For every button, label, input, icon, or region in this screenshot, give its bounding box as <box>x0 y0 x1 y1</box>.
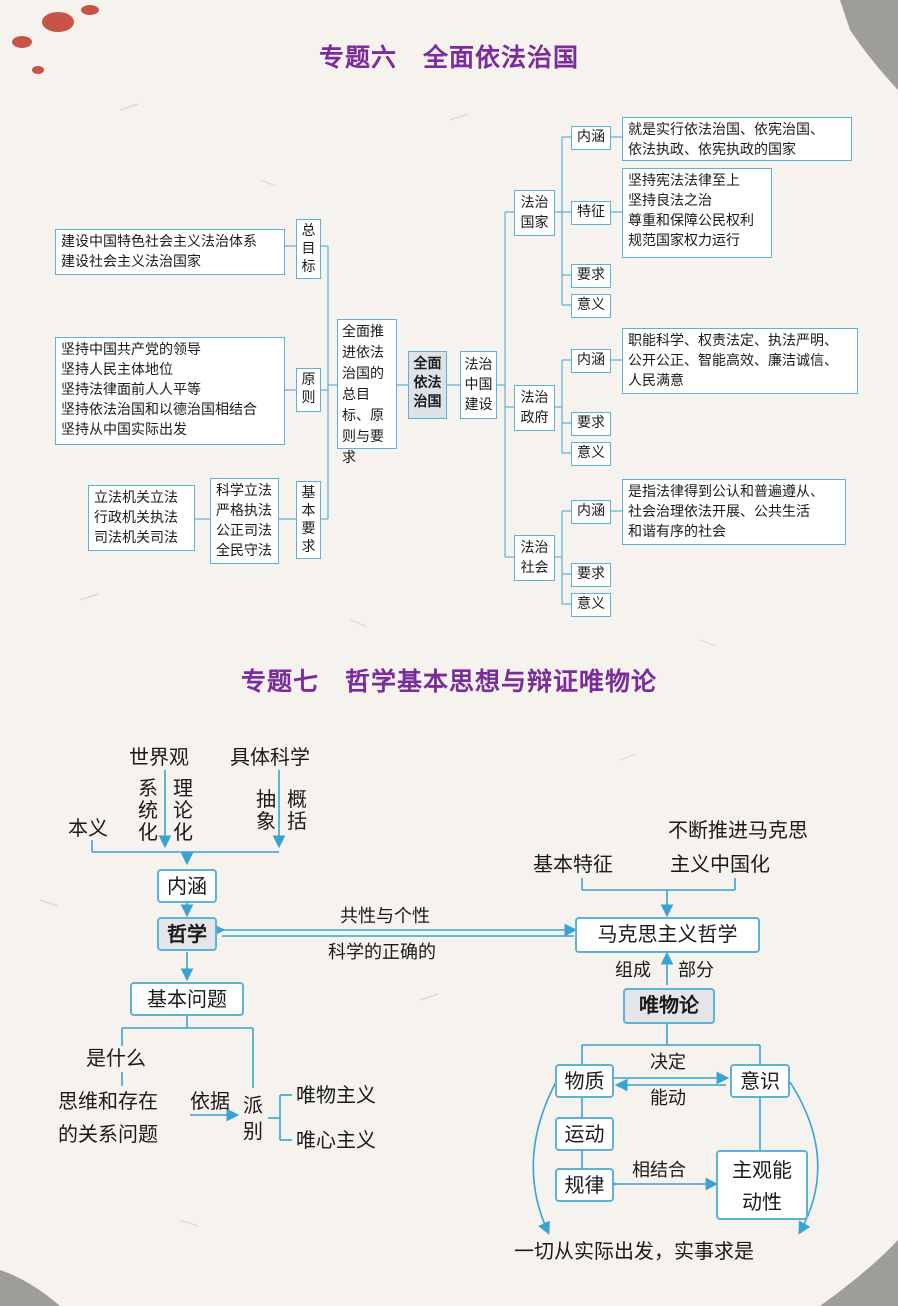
label-shijieguan: 世界观 <box>129 745 189 769</box>
society-yiyi: 意义 <box>571 593 611 617</box>
zhuguan-line-1: 主观能 <box>732 1158 792 1182</box>
principle-line: 坚持法律面前人人平等 <box>61 382 201 398</box>
label-siwei-1: 思维和存在 <box>58 1089 158 1113</box>
state-label: 法治国家 <box>514 190 555 236</box>
gov-label: 法治政府 <box>514 385 555 431</box>
req-left-line: 行政机关执法 <box>94 510 178 526</box>
label-siwei-2: 的关系问题 <box>58 1122 158 1146</box>
label-benyi: 本义 <box>68 816 108 840</box>
advance-box: 全面推进依法治国的总目标、原则与要求 <box>337 319 397 466</box>
goal-label: 总目标 <box>296 219 321 279</box>
principle-label: 原则 <box>296 368 321 412</box>
label-zucheng: 组成 <box>615 960 651 981</box>
label-chouxiang: 抽象 <box>256 787 276 833</box>
zhexue-box: 哲学 <box>157 917 217 951</box>
label-xitonghua: 系统化 <box>138 776 158 844</box>
gov-neihan-label: 内涵 <box>571 349 611 373</box>
zhuguan-line-2: 动性 <box>742 1190 782 1214</box>
label-lilunhua: 理论化 <box>173 776 193 844</box>
label-shishenme: 是什么 <box>86 1046 146 1070</box>
society-yaoqiu: 要求 <box>571 563 611 587</box>
req-left-line: 立法机关立法 <box>94 490 178 506</box>
core-box: 全面依法治国 <box>408 351 447 419</box>
goal-line-1: 建设中国特色社会主义法治体系 <box>61 234 257 250</box>
wuzhi-box: 物质 <box>555 1064 614 1098</box>
state-tezheng-line: 坚持宪法法律至上 <box>628 173 740 189</box>
society-neihan-box: 是指法律得到公认和普遍遵从、 社会治理依法开展、公共生活 和谐有序的社会 <box>622 479 846 545</box>
label-weiwuzhuyi: 唯物主义 <box>296 1083 376 1107</box>
label-gaikuo: 概括 <box>287 787 307 833</box>
req-mid-line: 科学立法 <box>216 483 272 499</box>
label-nengdong: 能动 <box>650 1088 686 1109</box>
society-label: 法治社会 <box>514 535 555 581</box>
gov-neihan-line: 公开公正、智能高效、廉洁诚信、 <box>628 353 838 369</box>
label-jibentezheng: 基本特征 <box>533 852 613 876</box>
section6-title: 专题六 全面依法治国 <box>318 43 579 72</box>
society-neihan-line: 社会治理依法开展、公共生活 <box>628 504 810 520</box>
gov-neihan-line: 职能科学、权责法定、执法严明、 <box>628 333 838 349</box>
principle-line: 坚持从中国实际出发 <box>61 422 187 438</box>
req-left-line: 司法机关司法 <box>94 530 178 546</box>
gov-yiyi: 意义 <box>571 442 611 466</box>
weiwulun-box: 唯物论 <box>623 988 715 1024</box>
gov-yaoqiu: 要求 <box>571 412 611 436</box>
label-jutikexue: 具体科学 <box>230 745 310 769</box>
label-jueding: 决定 <box>650 1052 686 1073</box>
req-mid-line: 严格执法 <box>216 503 272 519</box>
society-neihan-line: 和谐有序的社会 <box>628 524 726 540</box>
label-xiangjiehe: 相结合 <box>632 1160 686 1181</box>
yishi-box: 意识 <box>730 1064 790 1098</box>
state-neihan-box: 就是实行依法治国、依宪治国、 依法执政、依宪执政的国家 <box>622 117 852 161</box>
state-yiyi: 意义 <box>571 294 611 318</box>
jibenwenti-box: 基本问题 <box>130 982 244 1016</box>
req-left-box: 立法机关立法 行政机关执法 司法机关司法 <box>88 485 195 551</box>
section7-title: 专题七 哲学基本思想与辩证唯物论 <box>240 667 657 696</box>
state-neihan-line: 依法执政、依宪执政的国家 <box>628 142 796 158</box>
label-yiqie: 一切从实际出发，实事求是 <box>514 1239 754 1263</box>
state-tezheng-line: 坚持良法之治 <box>628 193 712 209</box>
zhuguan-box: 主观能 动性 <box>716 1150 808 1220</box>
state-tezheng-box: 坚持宪法法律至上 坚持良法之治 尊重和保障公民权利 规范国家权力运行 <box>622 168 772 258</box>
goal-line-2: 建设社会主义法治国家 <box>61 254 201 270</box>
req-mid-box: 科学立法 严格执法 公正司法 全民守法 <box>210 478 279 564</box>
label-gongxing: 共性与个性 <box>340 906 430 927</box>
section6-connectors <box>195 136 622 605</box>
gov-neihan-line: 人民满意 <box>628 373 684 389</box>
state-tezheng-label: 特征 <box>571 201 611 225</box>
label-weixinzhuyi: 唯心主义 <box>296 1128 376 1152</box>
state-neihan-line: 就是实行依法治国、依宪治国、 <box>628 122 824 138</box>
principle-line: 坚持人民主体地位 <box>61 362 173 378</box>
state-yaoqiu: 要求 <box>571 264 611 288</box>
principle-line: 坚持中国共产党的领导 <box>61 342 201 358</box>
label-kexue: 科学的正确的 <box>328 942 436 963</box>
req-mid-line: 公正司法 <box>216 523 272 539</box>
build-box: 法治中国建设 <box>460 351 497 419</box>
society-neihan-label: 内涵 <box>571 500 611 524</box>
gov-neihan-box: 职能科学、权责法定、执法严明、 公开公正、智能高效、廉洁诚信、 人民满意 <box>622 328 858 394</box>
principle-line: 坚持依法治国和以德治国相结合 <box>61 402 257 418</box>
guilv-box: 规律 <box>555 1168 614 1202</box>
req-mid-line: 全民守法 <box>216 543 272 559</box>
label-paibie: 派别 <box>243 1093 263 1143</box>
state-tezheng-line: 规范国家权力运行 <box>628 233 740 249</box>
yundong-box: 运动 <box>555 1117 614 1151</box>
goal-text-box: 建设中国特色社会主义法治体系 建设社会主义法治国家 <box>55 229 285 275</box>
req-label: 基本要求 <box>296 481 321 559</box>
label-yiju: 依据 <box>190 1089 230 1113</box>
label-buduan-2: 主义中国化 <box>670 852 770 876</box>
state-tezheng-line: 尊重和保障公民权利 <box>628 213 754 229</box>
society-neihan-line: 是指法律得到公认和普遍遵从、 <box>628 484 824 500</box>
makesi-box: 马克思主义哲学 <box>575 917 760 953</box>
label-buduan-1: 不断推进马克思 <box>668 818 808 842</box>
label-bufen: 部分 <box>678 960 714 981</box>
neihan-box: 内涵 <box>157 869 217 903</box>
state-neihan-label: 内涵 <box>571 126 611 150</box>
principle-text-box: 坚持中国共产党的领导 坚持人民主体地位 坚持法律面前人人平等 坚持依法治国和以德… <box>55 337 285 445</box>
